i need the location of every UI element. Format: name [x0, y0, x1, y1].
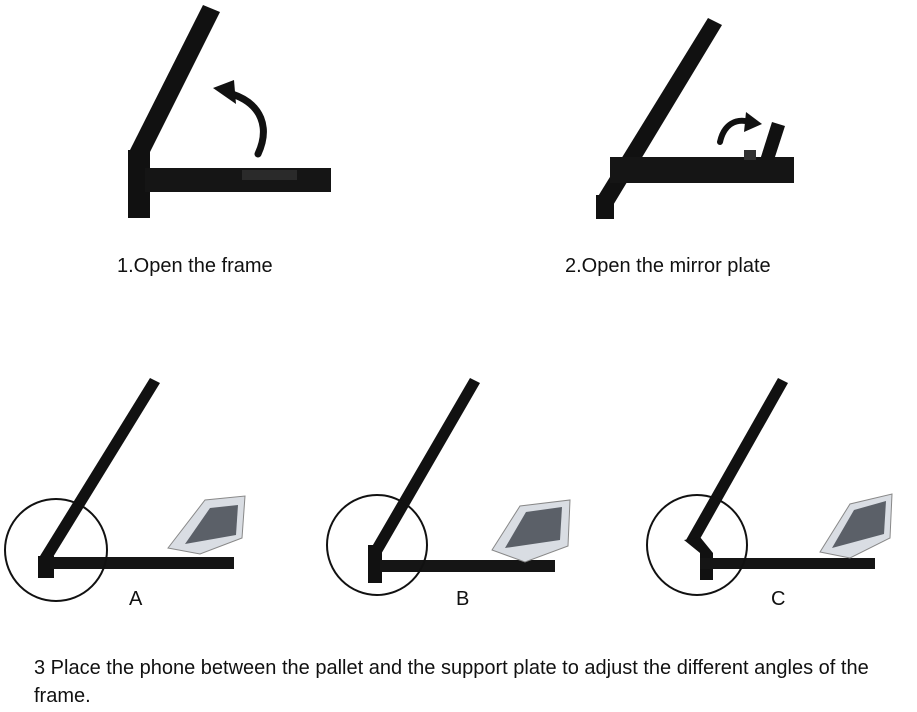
step1-curved-arrow-icon [213, 80, 267, 158]
angle-c-label: C [771, 588, 786, 610]
step2-stand-illustration [596, 18, 794, 219]
step2-caption: 2.Open the mirror plate [565, 255, 771, 277]
step1-caption: 1.Open the frame [117, 255, 273, 277]
angle-c-highlight-circle [646, 494, 748, 596]
angle-a-stand-illustration [38, 378, 246, 578]
angle-a-label: A [129, 588, 143, 610]
angle-a-highlight-circle [4, 498, 108, 602]
step1-stand-illustration [128, 5, 331, 218]
angle-b-highlight-circle [326, 494, 428, 596]
angle-b-label: B [456, 588, 470, 610]
instruction-text: 3 Place the phone between the pallet and… [34, 657, 869, 707]
step2-curved-arrow-icon [717, 112, 762, 145]
angle-c-stand-illustration [684, 378, 893, 580]
angle-b-stand-illustration [368, 378, 571, 583]
